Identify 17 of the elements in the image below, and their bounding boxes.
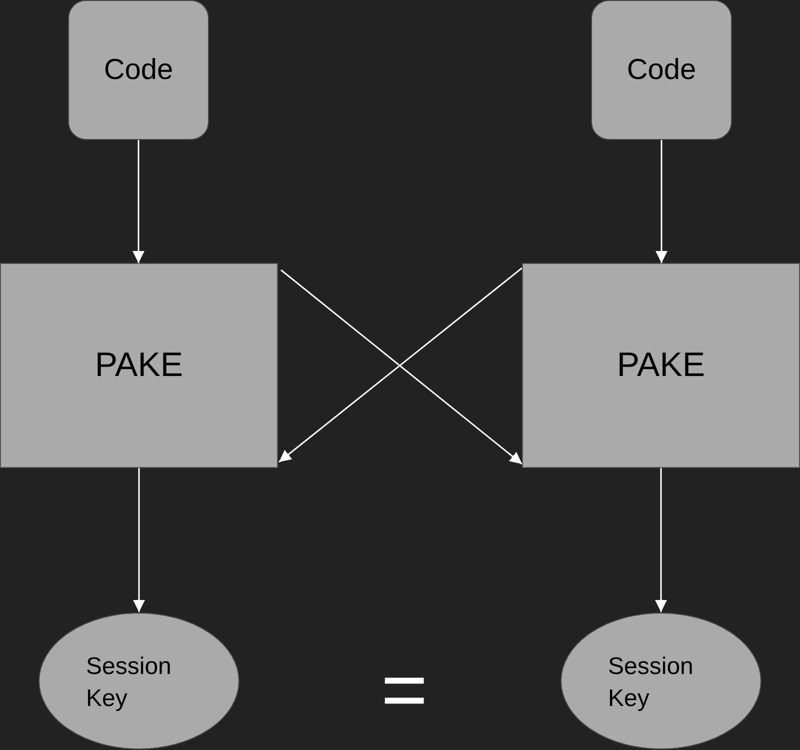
node-label: PAKE (94, 346, 184, 385)
node-label: Code (104, 54, 174, 86)
arrow (656, 140, 668, 263)
code-box (591, 0, 732, 140)
node-label: PAKE (616, 346, 706, 385)
code-box (68, 0, 209, 140)
pake-box (0, 263, 278, 468)
session-key-ellipse (560, 612, 762, 750)
arrow (133, 468, 145, 612)
arrow (132, 140, 144, 263)
session-key-ellipse (38, 612, 240, 750)
node-label: Session Key (86, 652, 172, 714)
node-label: Code (626, 54, 696, 86)
pake-box (522, 263, 800, 468)
arrow (655, 468, 667, 612)
node-label: Session Key (608, 652, 694, 714)
equals-sign: = (381, 650, 428, 730)
